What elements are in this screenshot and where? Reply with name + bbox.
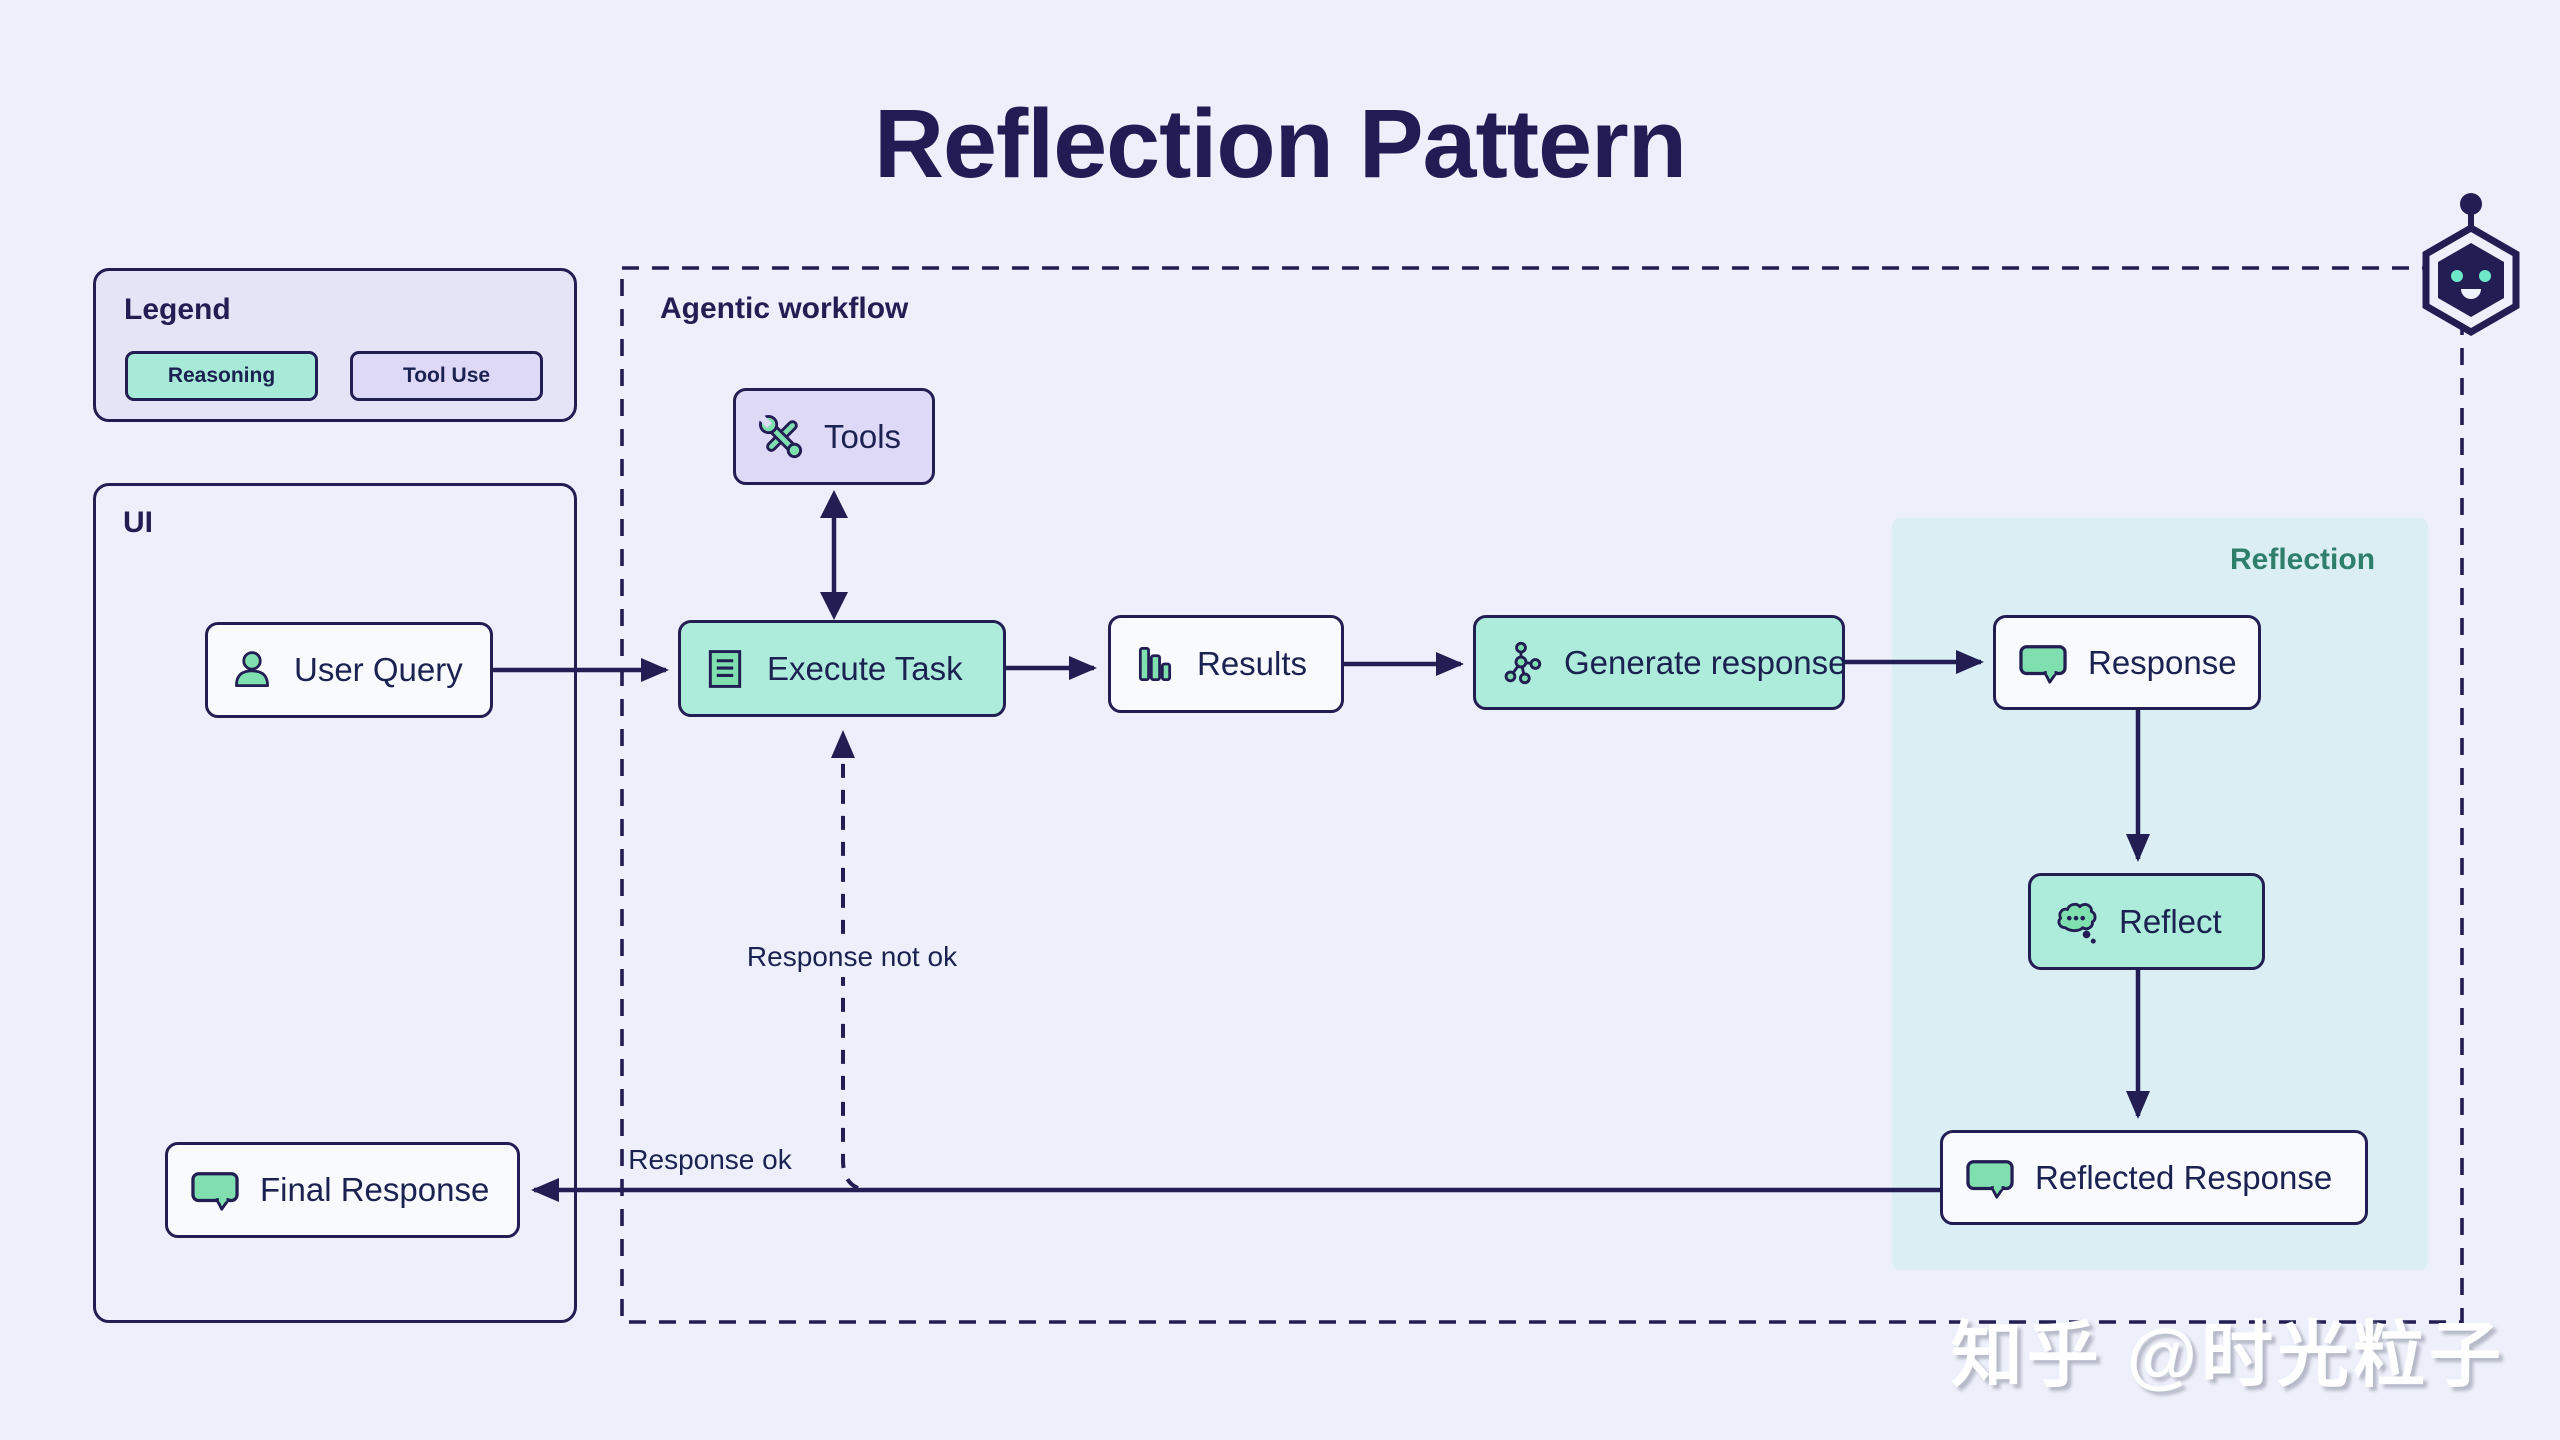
legend-panel: Legend Reasoning Tool Use: [93, 268, 577, 422]
legend-chip-reasoning-label: Reasoning: [167, 364, 276, 387]
node-label: Response: [2088, 643, 2237, 681]
legend-title: Legend: [124, 293, 231, 326]
page-title: Reflection Pattern: [873, 89, 1687, 198]
node-generate-response: Generate response: [1473, 615, 1847, 710]
node-user-query: User Query: [205, 622, 493, 718]
speech-bubble-icon: [2018, 640, 2068, 686]
thought-cloud-icon: [2053, 899, 2099, 945]
tools-icon: [758, 413, 804, 460]
arrowhead-up: [820, 490, 848, 518]
node-label: Execute Task: [767, 649, 963, 687]
node-execute-task: Execute Task: [678, 620, 1006, 717]
legend-chip-reasoning: Reasoning: [125, 351, 318, 401]
agentic-workflow-title: Agentic workflow: [660, 292, 909, 325]
connector-response-not-ok: [831, 730, 859, 1190]
node-results: Results: [1108, 615, 1344, 713]
edge-label-response-not-ok: Response not ok: [734, 937, 970, 977]
document-icon: [703, 646, 747, 692]
node-reflect: Reflect: [2028, 873, 2265, 970]
speech-bubble-icon: [1965, 1155, 2015, 1201]
speech-bubble-icon: [190, 1167, 240, 1213]
network-icon: [1498, 640, 1544, 686]
node-label: Results: [1197, 645, 1308, 682]
node-response: Response: [1993, 615, 2261, 710]
node-tools: Tools: [733, 388, 935, 485]
agentic-workflow-border: [620, 266, 2464, 1324]
legend-chip-tool-use-label: Tool Use: [402, 364, 491, 387]
reflection-region-label: Reflection: [2230, 543, 2376, 576]
node-label: Reflected Response: [2035, 1158, 2333, 1196]
node-reflected-response: Reflected Response: [1940, 1130, 2368, 1225]
ui-panel-title: UI: [123, 506, 153, 539]
watermark: 知乎 @时光粒子: [1950, 1316, 2505, 1396]
robot-icon: [2404, 188, 2538, 357]
node-final-response: Final Response: [165, 1142, 520, 1238]
node-label: Reflect: [2119, 902, 2222, 940]
legend-chip-tool-use: Tool Use: [350, 351, 543, 401]
node-label: Generate response: [1564, 643, 1847, 681]
node-label: Final Response: [260, 1171, 490, 1208]
node-label: Tools: [824, 417, 902, 455]
edge-label-response-ok: Response ok: [628, 1144, 792, 1175]
user-icon: [230, 647, 274, 693]
ui-panel: UI: [93, 483, 577, 1323]
bar-chart-icon: [1133, 641, 1177, 687]
arrowhead-down: [820, 592, 848, 620]
node-label: User Query: [294, 651, 463, 688]
